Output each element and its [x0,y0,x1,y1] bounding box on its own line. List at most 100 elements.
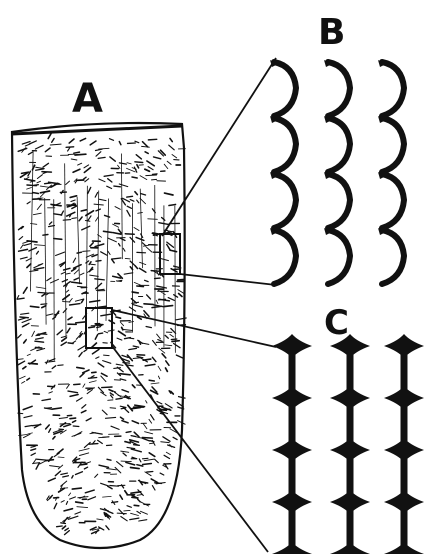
hair-stroke [64,424,71,426]
hair-stroke [110,139,114,141]
hair-stroke [113,224,119,227]
hair-stroke [95,279,105,280]
hair-stroke [25,144,30,146]
hair-stroke [149,419,152,423]
hair-stroke [62,280,67,282]
hair-stroke [50,279,58,283]
hair-stroke [64,268,70,270]
hair-stroke [52,408,62,409]
hair-stroke [79,449,89,451]
hair-stroke [151,383,159,384]
hair-stroke [42,172,51,173]
hair-stroke [152,179,157,180]
hair-stroke [77,367,84,368]
hair-stroke [27,202,30,204]
hair-stroke [147,161,154,166]
hair-stroke [101,314,111,316]
hair-stroke [48,134,51,139]
hair-stroke [25,426,32,427]
hair-stroke [23,367,26,369]
hair-stroke [116,281,121,282]
hair-stroke [80,331,82,333]
hair-stroke [72,282,82,283]
hair-stroke [88,216,91,221]
hair-stroke [42,306,46,308]
hair-stroke [134,228,139,231]
hair-stroke [155,483,162,484]
hair-stroke [148,167,153,170]
hair-stroke [85,179,89,182]
hair-stroke [102,387,112,388]
hair-stroke [52,139,54,143]
hair-stroke [72,269,76,272]
hair-stroke [124,510,130,511]
hair-stroke [30,306,39,307]
hair-stroke [57,526,63,527]
hair-stroke [170,250,177,252]
hair-stroke [23,406,32,409]
hair-stroke [120,406,126,407]
hooked-segment [382,62,404,116]
hair-stroke [111,395,113,398]
hair-stroke [48,478,55,481]
hair-stroke [99,179,105,182]
hooked-segment [328,118,350,172]
hair-stroke [86,418,91,421]
connector-b-top [162,58,276,236]
hair-stroke [155,278,161,279]
hair-stroke [72,476,73,478]
hair-stroke [32,331,35,336]
hair-stroke [153,341,157,346]
hair-stroke [169,205,176,206]
hooked-segment [382,118,404,172]
hair-stroke [157,286,167,288]
hair-stroke [90,141,96,145]
hair-stroke [84,168,90,173]
hair-stroke [143,464,152,465]
hair-stroke [148,139,156,140]
hair-stroke [112,258,121,259]
hair-stroke [90,275,99,276]
connector-c-bottom [112,346,268,552]
strand-node [330,490,370,514]
hair-stroke [28,152,32,154]
hair-stroke [102,410,107,415]
hair-stroke [132,421,138,424]
hair-stroke [146,175,157,176]
hair-stroke [56,252,65,255]
hair-stroke [117,338,122,340]
hair-stroke [124,330,133,331]
hair-stroke [135,192,138,195]
hair-stroke [35,341,44,342]
hair-stroke [117,513,126,514]
hair-stroke [70,497,76,499]
hair-stroke [169,145,174,150]
hair-stroke [152,486,155,490]
hair-stroke [109,390,113,392]
hair-stroke [119,331,126,336]
hair-stroke [101,373,107,376]
hair-stroke [165,345,172,346]
strand-node [384,542,424,554]
hair-stroke [67,328,70,333]
hair-stroke [118,229,121,233]
hair-stroke [71,200,75,202]
hair-stroke [80,453,89,456]
hooked-segment [328,230,350,284]
hair-stroke [133,304,143,307]
hair-stroke [137,165,139,168]
hair-stroke [116,317,121,318]
hair-stroke [74,432,82,436]
hair-stroke [72,218,77,219]
hair-stroke [73,426,79,427]
hair-stroke [68,343,73,344]
hair-stroke [49,392,53,393]
hair-stroke [61,473,68,474]
hair-stroke [90,243,93,247]
hair-fibre [121,154,122,260]
hair-stroke [179,294,182,297]
hair-stroke [120,495,123,499]
hair-stroke [113,276,121,278]
hair-stroke [139,268,146,272]
hair-stroke [131,449,141,452]
